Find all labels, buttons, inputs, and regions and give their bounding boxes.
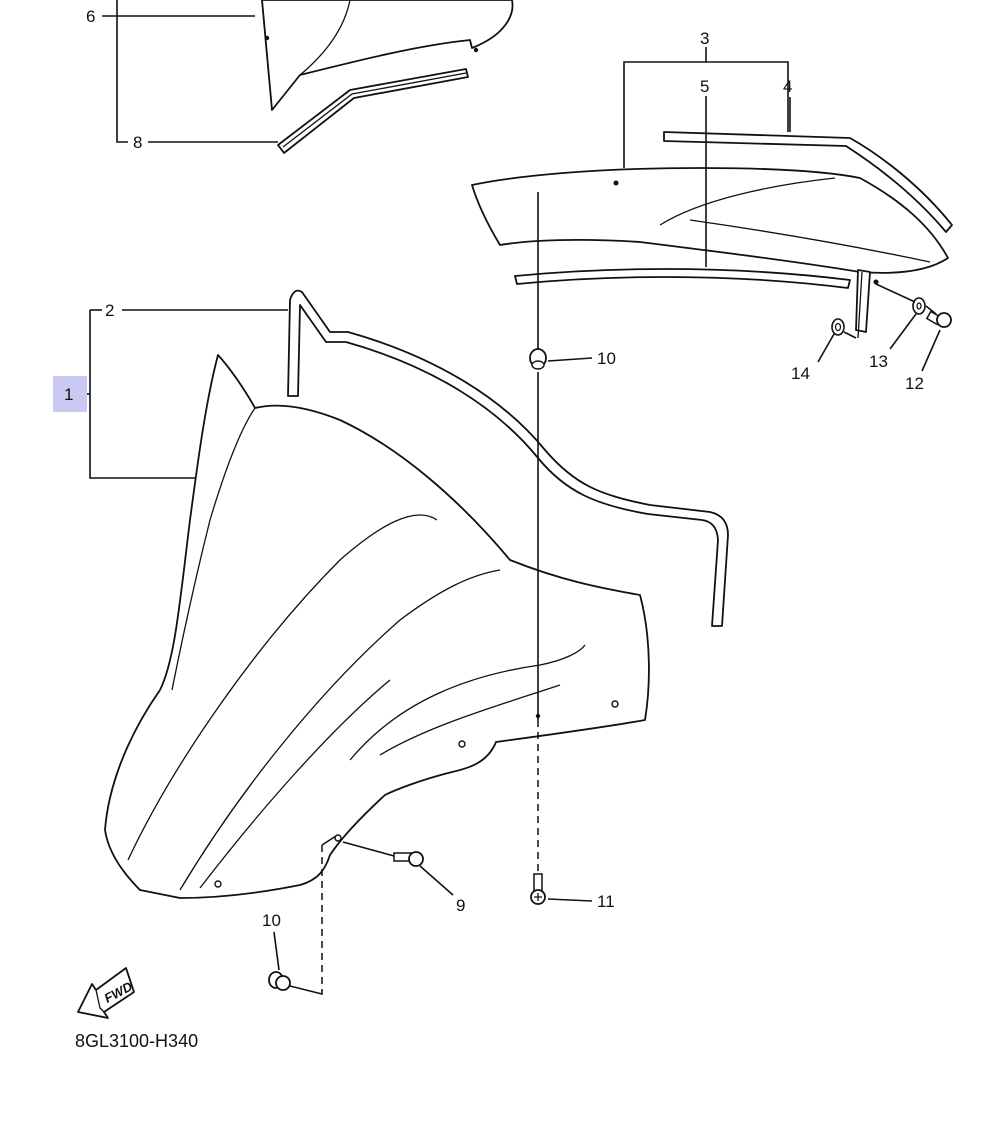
fwd-arrow-icon: FWD: [77, 967, 135, 1019]
callout-3[interactable]: 3: [700, 29, 709, 48]
grommet-part-10-lower: [268, 971, 291, 991]
weatherstrip-part-8: [277, 68, 469, 154]
callout-11[interactable]: 11: [597, 892, 615, 911]
callout-1[interactable]: 1: [64, 385, 73, 404]
callout-5[interactable]: 5: [700, 77, 709, 96]
bolt-part-12: [925, 310, 952, 328]
weatherstrip-part-5: [514, 268, 851, 289]
windshield-gasket-part-2: [287, 289, 729, 627]
side-panel-upper-right: [471, 167, 949, 285]
callout-8[interactable]: 8: [133, 133, 142, 152]
callout-10-upper[interactable]: 10: [597, 349, 616, 368]
weatherstrip-part-4: [663, 131, 953, 233]
callout-9[interactable]: 9: [456, 896, 465, 915]
leader-lines: [78, 0, 941, 996]
callout-14[interactable]: 14: [791, 364, 810, 383]
screw-part-11: [530, 873, 546, 905]
callout-4[interactable]: 4: [783, 77, 792, 96]
diagram-part-code: 8GL3100-H340: [75, 1031, 198, 1051]
callout-2[interactable]: 2: [105, 301, 114, 320]
washer-part-13: [912, 297, 926, 315]
bracket-tab-right: [855, 269, 871, 339]
callout-6[interactable]: 6: [86, 7, 95, 26]
callout-13[interactable]: 13: [869, 352, 888, 371]
callout-12[interactable]: 12: [905, 374, 924, 393]
nut-part-14: [831, 318, 845, 336]
side-panel-upper-left: [261, 0, 514, 111]
bolt-part-9: [393, 851, 424, 867]
windshield-part-1: [104, 354, 650, 899]
grommet-part-10-upper: [529, 348, 547, 370]
callout-10-lower[interactable]: 10: [262, 911, 281, 930]
highlight-callout-1: [53, 376, 87, 412]
